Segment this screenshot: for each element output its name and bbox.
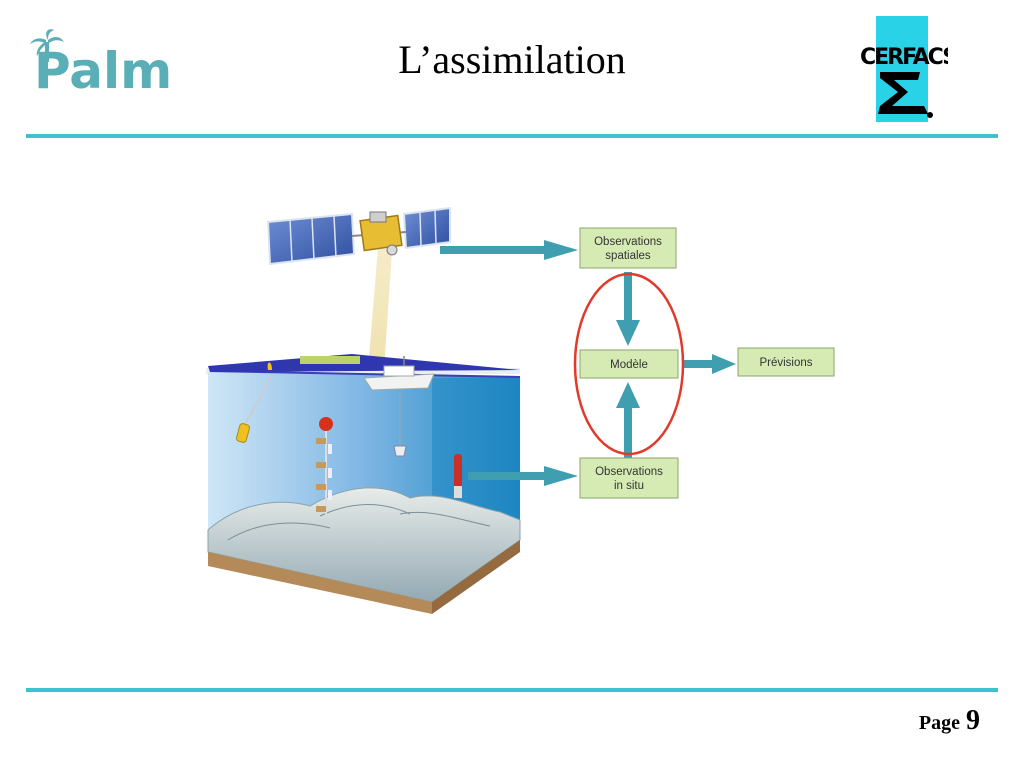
satellite-icon — [266, 206, 451, 266]
header-divider — [26, 134, 998, 138]
slide-title: L’assimilation — [398, 37, 626, 82]
node-label: Observations — [594, 236, 662, 248]
mooring-line-icon — [316, 417, 333, 514]
palm-logo-text: Palm — [34, 42, 172, 96]
diagram-arrows — [440, 240, 736, 486]
node-observations-spatiales: Observations spatiales — [579, 227, 678, 270]
page-label: Page — [918, 712, 960, 734]
node-label: Observations — [595, 466, 663, 478]
node-label: spatiales — [605, 250, 651, 262]
satellite-beam — [368, 248, 392, 370]
node-label: Prévisions — [759, 357, 812, 369]
seabed — [207, 487, 521, 603]
footer-divider — [26, 688, 998, 692]
node-label: Modèle — [610, 359, 648, 371]
palm-logo: Palm — [30, 29, 172, 96]
ship-icon — [363, 356, 435, 457]
node-observations-in-situ: Observations in situ — [579, 457, 679, 499]
cerfacs-logo-text: CERFACS — [860, 45, 948, 70]
highlight-ellipse — [573, 272, 685, 456]
node-previsions: Prévisions — [737, 347, 835, 377]
cerfacs-logo: CERFACS — [860, 16, 948, 122]
drifting-buoy-icon — [236, 362, 272, 443]
page-number: Page 9 — [919, 705, 980, 737]
node-modele: Modèle — [579, 349, 679, 379]
profiling-float-icon — [454, 454, 462, 498]
page-number-value: 9 — [966, 705, 980, 736]
node-label: in situ — [614, 480, 644, 492]
